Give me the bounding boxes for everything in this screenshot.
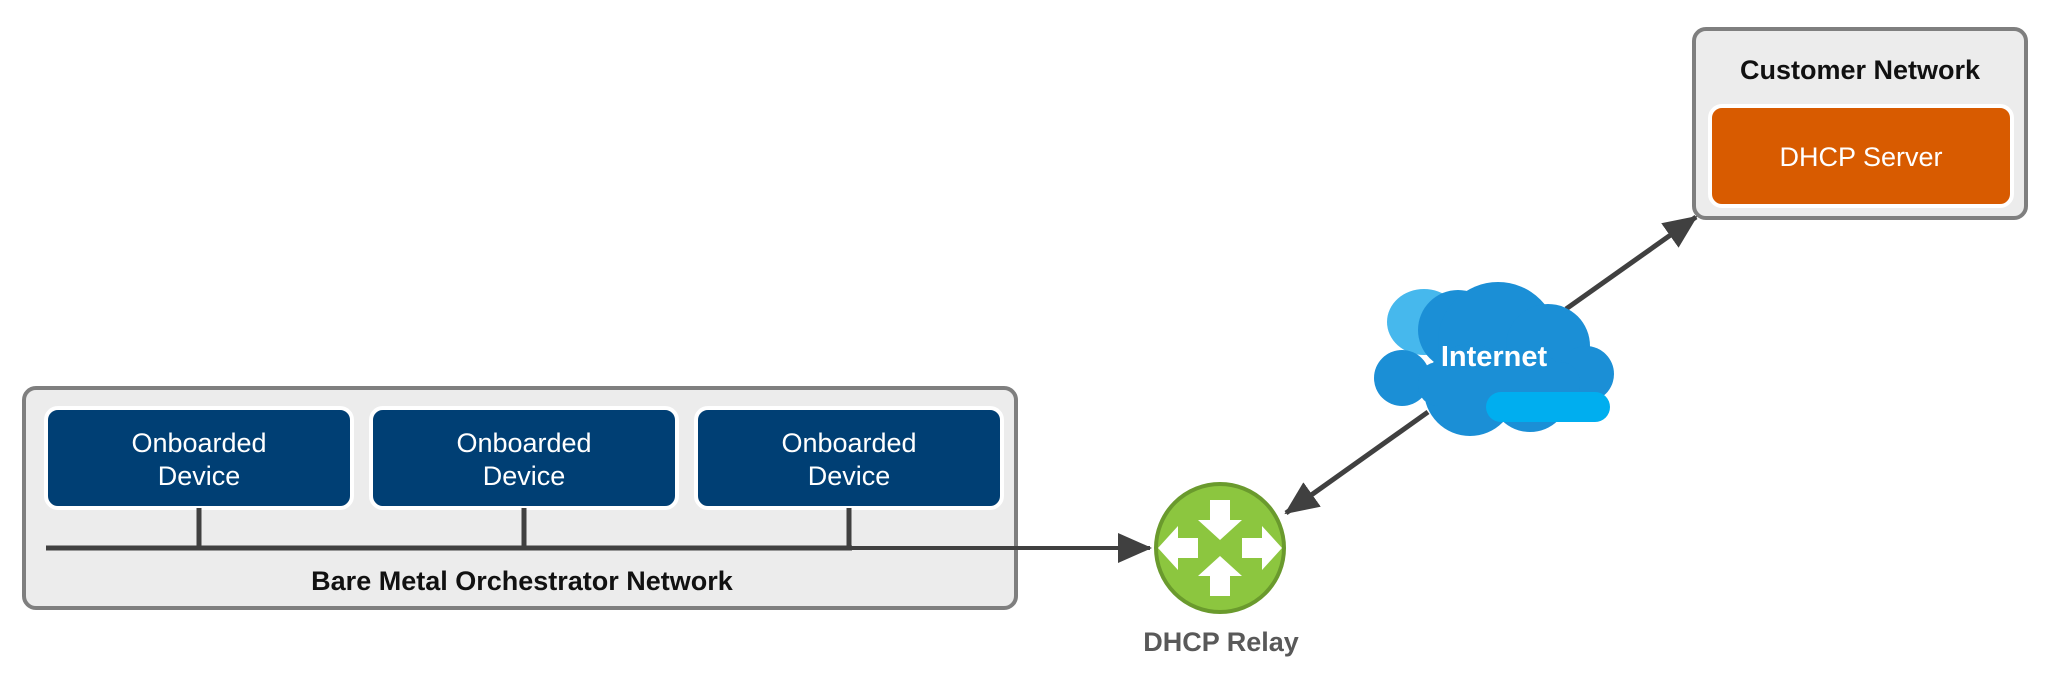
customer-network-group: Customer Network DHCP Server <box>1692 27 2028 220</box>
dhcp-server-label: DHCP Server <box>1779 142 1942 172</box>
router-icon <box>1154 482 1286 614</box>
onboarded-device-2: Onboarded Device <box>369 406 679 510</box>
cloud-icon <box>1374 282 1614 436</box>
device-label-line2: Device <box>483 461 566 491</box>
dhcp-server-box: DHCP Server <box>1708 104 2014 208</box>
dhcp-relay-label: DHCP Relay <box>1143 627 1299 657</box>
internet-to-relay-arrow <box>1284 409 1430 516</box>
internet-cloud-group: Internet <box>1374 282 1614 436</box>
onboarded-device-3: Onboarded Device <box>694 406 1004 510</box>
device-label-line2: Device <box>158 461 241 491</box>
onboarded-device-1: Onboarded Device <box>44 406 354 510</box>
bmo-network-group: Onboarded Device Onboarded Device Onboar… <box>22 386 1018 610</box>
internet-to-customer-arrow <box>1564 214 1698 312</box>
dhcp-relay-group: DHCP Relay <box>1143 482 1299 657</box>
bmo-network-label: Bare Metal Orchestrator Network <box>311 566 734 596</box>
internet-label: Internet <box>1441 341 1548 373</box>
device-label-line1: Onboarded <box>131 428 266 458</box>
customer-network-title: Customer Network <box>1740 55 1981 85</box>
device-label-line1: Onboarded <box>781 428 916 458</box>
device-label-line2: Device <box>808 461 891 491</box>
device-label-line1: Onboarded <box>456 428 591 458</box>
